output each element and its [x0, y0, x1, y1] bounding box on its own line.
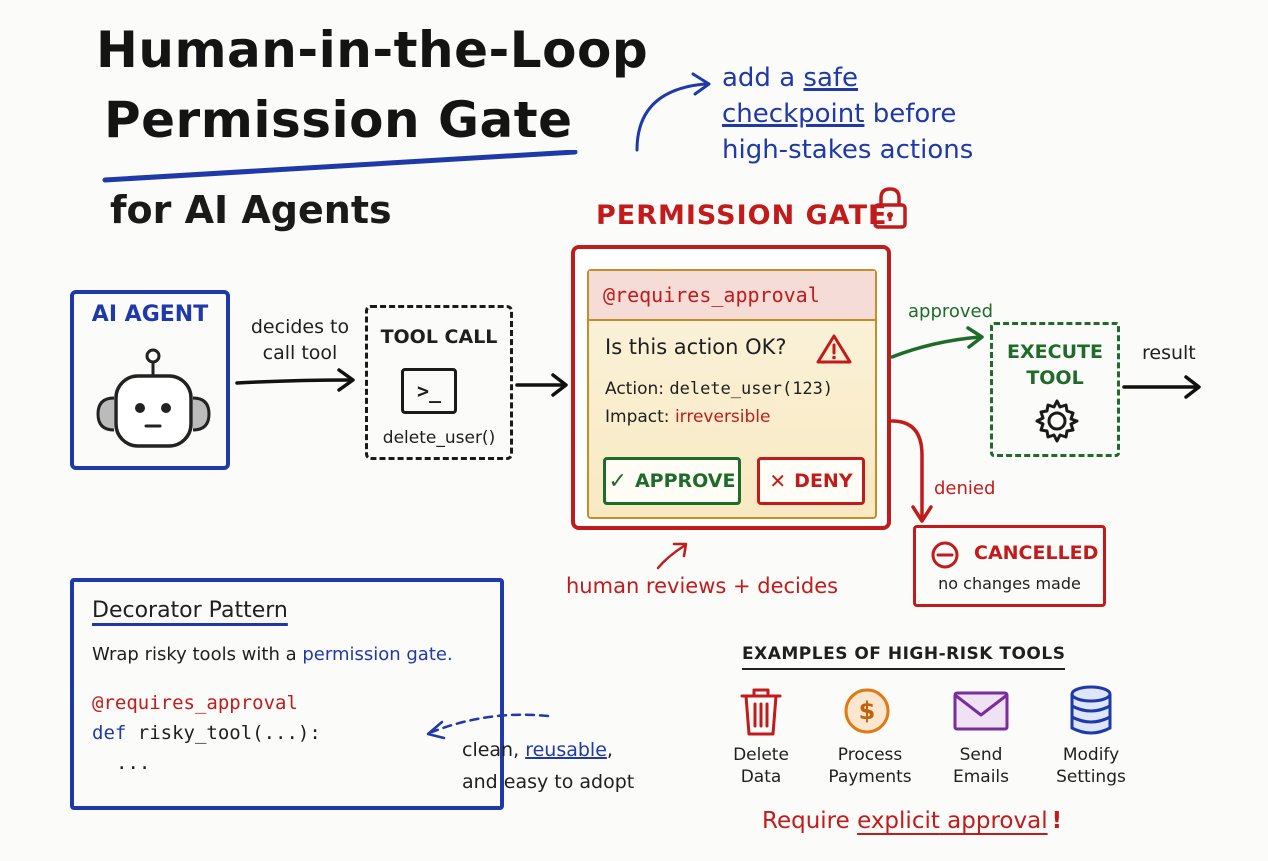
arrow-agent-to-tool	[235, 368, 355, 392]
tool-call-box: TOOL CALL >_ delete_user()	[365, 305, 513, 460]
ai-agent-label: AI AGENT	[91, 302, 209, 327]
decorator-header: @requires_approval	[589, 271, 875, 321]
subtitle: for AI Agents	[110, 188, 392, 232]
gear-icon	[1035, 399, 1079, 443]
arrow-result	[1122, 375, 1201, 399]
action-line: Action: delete_user(123)	[605, 379, 834, 399]
approved-label: approved	[908, 301, 994, 322]
envelope-icon	[953, 691, 1009, 731]
arrow-denied	[890, 419, 933, 523]
approval-card: @requires_approval Is this action OK? Ac…	[587, 269, 877, 519]
result-label: result	[1142, 342, 1196, 364]
trash-icon	[740, 688, 782, 736]
minus-circle-icon	[931, 541, 959, 569]
impact-line: Impact: irreversible	[605, 407, 771, 427]
terminal-icon: >_	[401, 368, 457, 414]
lock-icon	[873, 187, 907, 229]
decorator-heading: Decorator Pattern	[92, 598, 288, 623]
execute-tool-box: EXECUTE TOOL	[990, 322, 1120, 457]
decorator-note-arrow	[426, 713, 550, 740]
x-icon: ✕	[769, 469, 787, 493]
tool-call-function: delete_user()	[382, 428, 496, 448]
permission-gate-title: PERMISSION GATE	[596, 200, 888, 231]
execute-tool-label: EXECUTE TOOL	[1007, 341, 1103, 389]
arrow-approved	[890, 326, 984, 359]
warning-icon	[816, 334, 852, 364]
database-icon	[1070, 685, 1112, 735]
note-arrow	[635, 72, 711, 152]
robot-icon	[96, 348, 211, 448]
permission-gate-box: @requires_approval Is this action OK? Ac…	[571, 245, 891, 530]
caption-arrow	[656, 542, 688, 570]
examples-heading: EXAMPLES OF HIGH-RISK TOOLS	[742, 644, 1066, 670]
title-underline	[102, 150, 578, 183]
title-line-1: Human-in-the-Loop	[96, 21, 649, 79]
approve-button[interactable]: ✓ APPROVE	[603, 457, 741, 505]
cancelled-box: CANCELLED no changes made	[913, 525, 1106, 607]
title-line-2: Permission Gate	[104, 91, 573, 149]
decorator-code: @requires_approval def risky_tool(...): …	[92, 692, 321, 774]
arrow1-label: decides to call tool	[250, 316, 350, 364]
check-icon: ✓	[608, 468, 627, 494]
decorator-pattern-box: Decorator Pattern Wrap risky tools with …	[70, 578, 504, 810]
decorator-description: Wrap risky tools with a permission gate.	[92, 644, 453, 665]
cancelled-title: CANCELLED	[974, 542, 1099, 564]
gate-caption: human reviews + decides	[566, 574, 839, 598]
deny-button[interactable]: ✕ DENY	[757, 457, 865, 505]
arrow-tool-to-gate	[515, 373, 568, 397]
decorator-note: clean, reusable, and easy to adopt	[462, 739, 635, 793]
examples-footer: Require explicit approval!	[762, 808, 1063, 834]
svg-text:$: $	[859, 697, 876, 725]
ai-agent-box: AI AGENT	[70, 290, 230, 470]
tool-call-label: TOOL CALL	[380, 326, 498, 348]
note-text: add a safe checkpoint before high-stakes…	[722, 63, 974, 165]
denied-label: denied	[934, 478, 996, 499]
dollar-icon: $	[844, 688, 890, 734]
cancelled-sub: no changes made	[938, 574, 1081, 593]
approval-question: Is this action OK?	[605, 335, 787, 359]
